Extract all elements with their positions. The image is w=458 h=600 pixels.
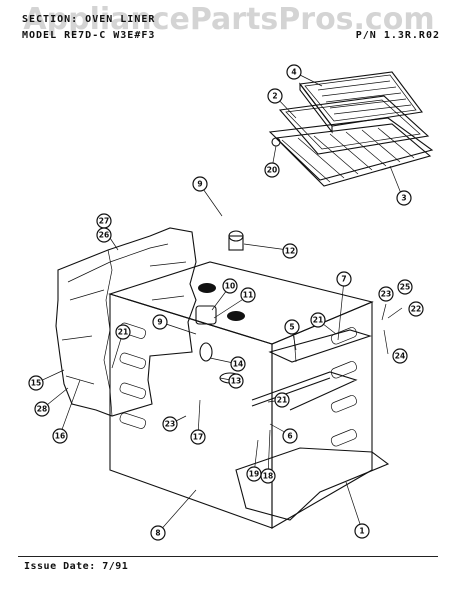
broiler-pan	[298, 71, 423, 134]
svg-text:10: 10	[225, 282, 235, 291]
svg-text:28: 28	[37, 405, 47, 414]
callout-23-right: 23	[378, 286, 394, 302]
callout-26: 26	[96, 227, 112, 243]
svg-text:18: 18	[263, 472, 273, 481]
callout-5: 5	[284, 319, 300, 335]
oven-rack	[268, 117, 434, 187]
callout-21-left: 21	[115, 324, 131, 340]
svg-text:17: 17	[193, 433, 203, 442]
callout-6: 6	[282, 428, 298, 444]
svg-text:13: 13	[231, 377, 241, 386]
svg-text:3: 3	[401, 194, 406, 203]
svg-text:9: 9	[157, 318, 162, 327]
svg-text:24: 24	[395, 352, 405, 361]
part-number: P/N 1.3R.R02	[355, 30, 440, 41]
svg-text:5: 5	[289, 323, 294, 332]
leader-lines	[35, 71, 403, 534]
svg-text:7: 7	[341, 275, 346, 284]
svg-text:4: 4	[291, 68, 296, 77]
callout-1: 1	[354, 523, 370, 539]
callout-12: 12	[282, 243, 298, 259]
svg-text:19: 19	[249, 470, 259, 479]
svg-text:9: 9	[197, 180, 202, 189]
model-line: MODEL RE7D-C W3E#F3	[22, 30, 156, 41]
callout-19: 19	[246, 466, 262, 482]
footer-divider	[18, 556, 438, 557]
callout-24: 24	[392, 348, 408, 364]
svg-text:15: 15	[31, 379, 41, 388]
svg-text:21: 21	[313, 316, 323, 325]
callout-11: 11	[240, 287, 256, 303]
callout-8: 8	[150, 525, 166, 541]
svg-text:20: 20	[267, 166, 277, 175]
watermark: AppliancePartsPros.com	[23, 2, 435, 37]
callout-13: 13	[228, 373, 244, 389]
broiler-grid	[278, 95, 430, 155]
callout-23-left: 23	[162, 416, 178, 432]
callout-9-top: 9	[192, 176, 208, 192]
svg-text:14: 14	[233, 360, 243, 369]
svg-text:12: 12	[285, 247, 295, 256]
svg-text:6: 6	[287, 432, 292, 441]
callout-18: 18	[260, 468, 276, 484]
section-title: SECTION: OVEN LINER	[22, 14, 156, 25]
callout-28: 28	[34, 401, 50, 417]
callout-16: 16	[52, 428, 68, 444]
svg-text:16: 16	[55, 432, 65, 441]
callout-14: 14	[230, 356, 246, 372]
svg-text:21: 21	[118, 328, 128, 337]
callout-21-bottom: 21	[274, 392, 290, 408]
svg-text:21: 21	[277, 396, 287, 405]
svg-text:27: 27	[99, 217, 109, 226]
svg-text:23: 23	[381, 290, 391, 299]
callout-27: 27	[96, 213, 112, 229]
callout-21-top: 21	[310, 312, 326, 328]
svg-text:25: 25	[400, 283, 410, 292]
issue-date: Issue Date: 7/91	[24, 561, 129, 572]
svg-text:26: 26	[99, 231, 109, 240]
svg-text:11: 11	[243, 291, 253, 300]
svg-text:1: 1	[359, 527, 364, 536]
callout-20: 20	[264, 162, 280, 178]
callout-4: 4	[286, 64, 302, 80]
callout-10: 10	[222, 278, 238, 294]
svg-text:2: 2	[272, 92, 277, 101]
heating-element	[235, 329, 390, 521]
svg-text:8: 8	[155, 529, 160, 538]
callout-22: 22	[408, 301, 424, 317]
callout-2: 2	[267, 88, 283, 104]
callout-9-mid: 9	[152, 314, 168, 330]
callout-25: 25	[397, 279, 413, 295]
callout-3: 3	[396, 190, 412, 206]
callout-7: 7	[336, 271, 352, 287]
svg-text:23: 23	[165, 420, 175, 429]
svg-text:22: 22	[411, 305, 421, 314]
callout-15: 15	[28, 375, 44, 391]
callout-17: 17	[190, 429, 206, 445]
